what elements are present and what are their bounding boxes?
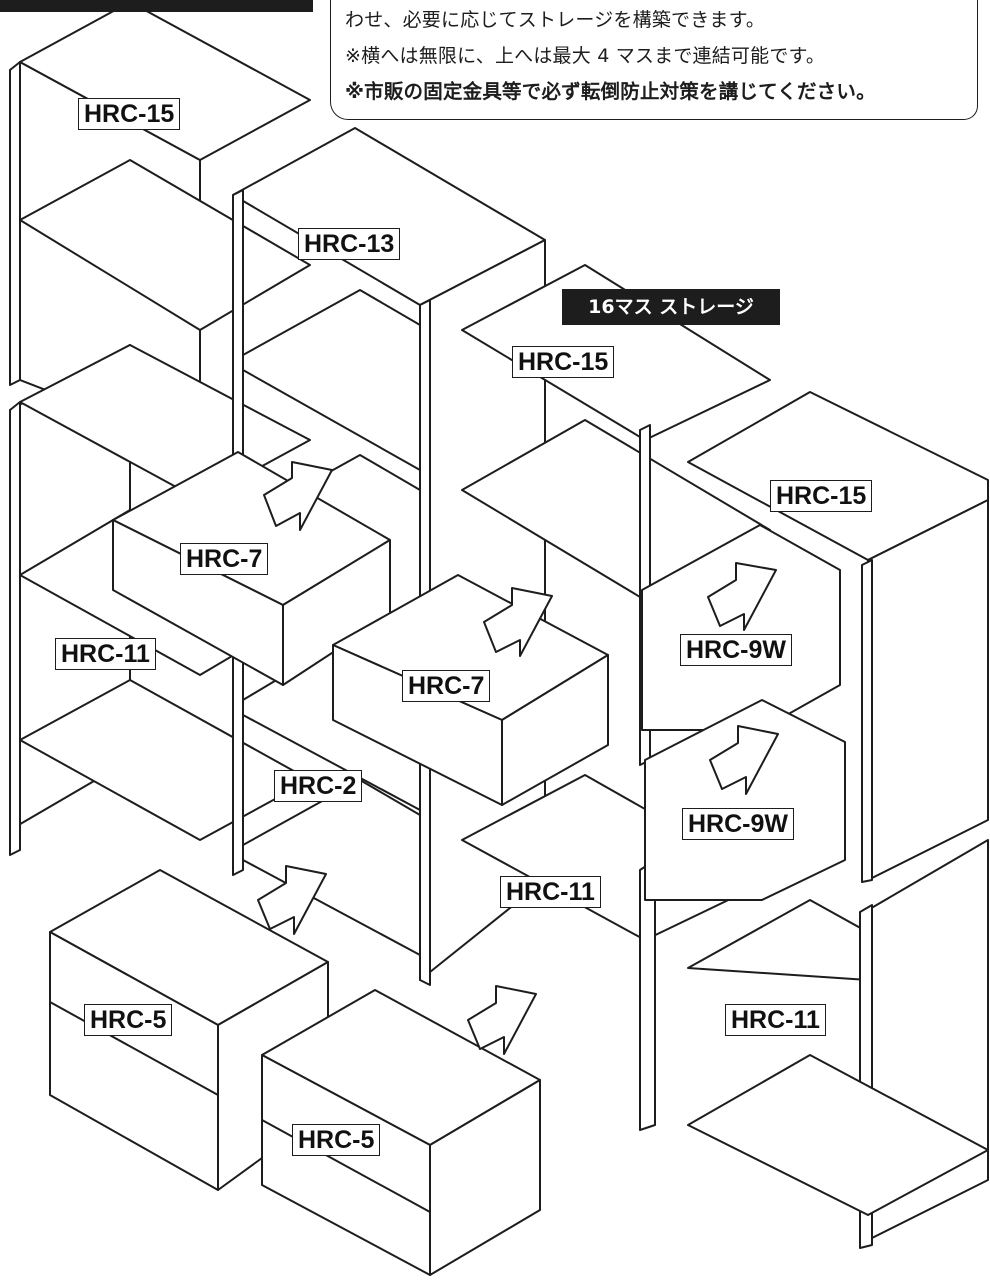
label-hrc11-right: HRC-11 (725, 1004, 826, 1036)
label-hrc15-right: HRC-15 (770, 480, 873, 512)
insert-arrows (257, 461, 779, 1055)
header-bar (0, 0, 313, 12)
label-hrc11-center: HRC-11 (500, 876, 601, 908)
notice-line-3: ※市販の固定金具等で必ず転倒防止対策を講じてください。 (345, 80, 876, 103)
label-hrc5-left: HRC-5 (84, 1004, 173, 1036)
label-hrc13: HRC-13 (298, 228, 401, 260)
label-hrc15-center: HRC-15 (512, 346, 615, 378)
storage-size-tag: 16マス ストレージ (562, 289, 780, 325)
label-hrc15-top-left: HRC-15 (78, 98, 181, 130)
label-hrc11-left: HRC-11 (55, 638, 156, 670)
notice-line-2: ※横へは無限に、上へは最大 4 マスまで連結可能です。 (345, 45, 826, 67)
open-box-center (332, 574, 609, 806)
notice-box: わせ、必要に応じてストレージを構築できます。 ※横へは無限に、上へは最大 4 マ… (330, 0, 978, 120)
drawer-boxes (49, 869, 541, 1276)
notice-line-1: わせ、必要に応じてストレージを構築できます。 (345, 9, 766, 31)
door-panels (641, 524, 846, 901)
label-hrc2: HRC-2 (274, 770, 363, 802)
right-upper-unit (461, 264, 989, 883)
label-hrc5-right: HRC-5 (292, 1124, 381, 1156)
label-hrc9w-lower: HRC-9W (682, 808, 794, 840)
open-box-left (112, 451, 391, 686)
label-hrc7-center: HRC-7 (402, 670, 491, 702)
label-hrc7-left: HRC-7 (180, 543, 269, 575)
label-hrc9w-upper: HRC-9W (680, 634, 792, 666)
